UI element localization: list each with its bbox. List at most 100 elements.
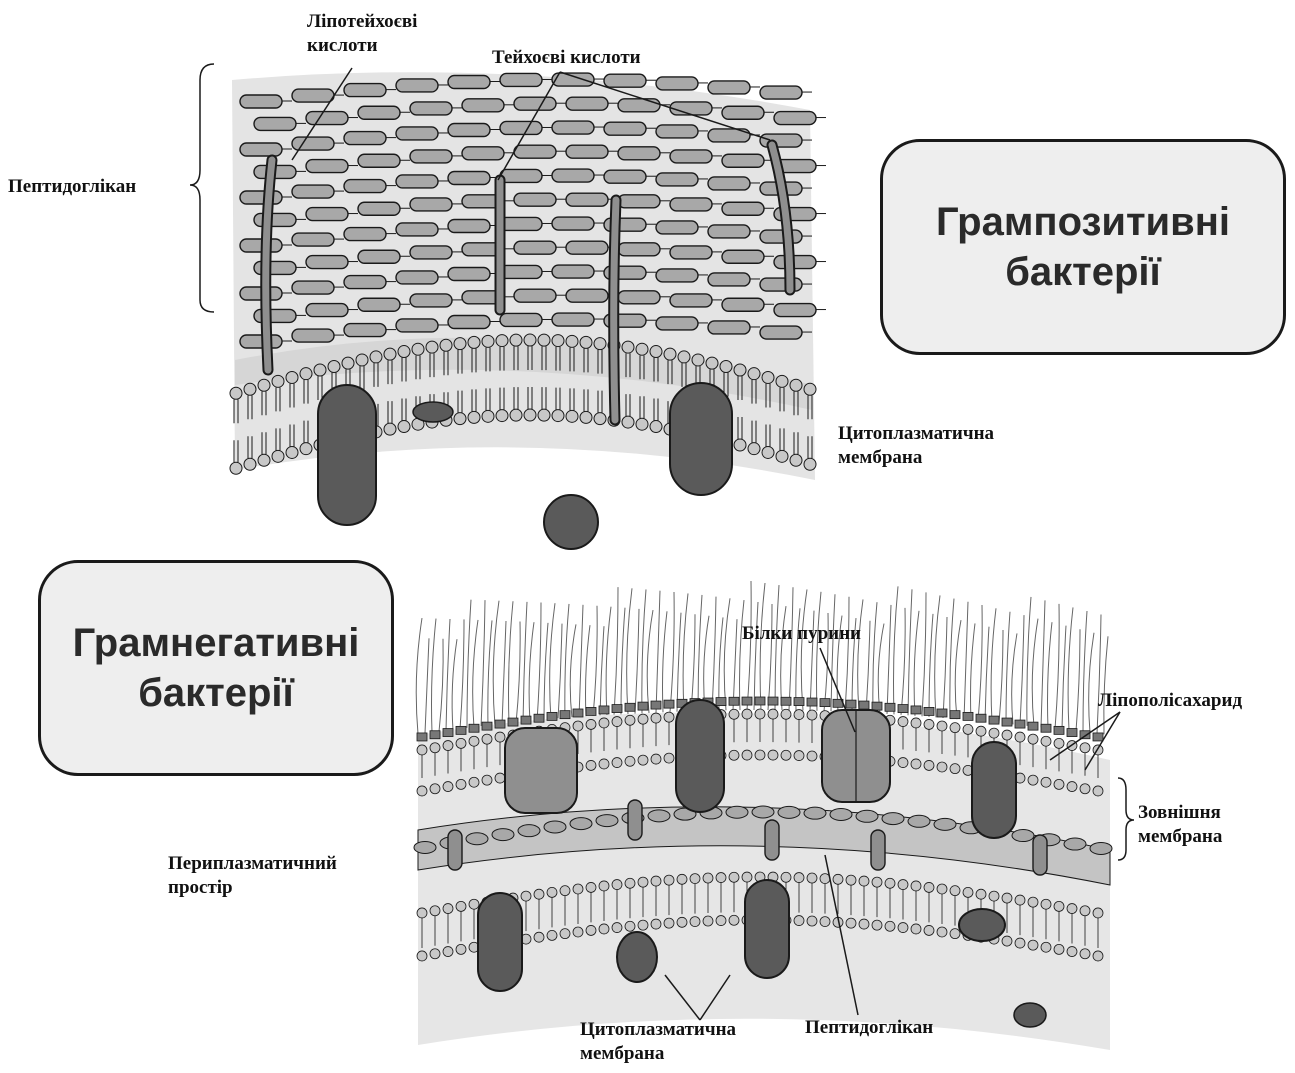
lps-core: [716, 698, 726, 706]
lipid-head: [859, 876, 869, 886]
lipid-head: [762, 371, 774, 383]
lps-chain: [550, 603, 555, 720]
lipid-head: [790, 454, 802, 466]
lps-chain: [789, 587, 793, 710]
lps-core: [469, 724, 479, 732]
lipid-head: [636, 418, 648, 430]
peptidoglycan-unit: [722, 106, 764, 119]
peptidoglycan-unit: [306, 208, 348, 221]
lipid-head: [1041, 736, 1051, 746]
lipid-head: [456, 901, 466, 911]
lipid-head: [566, 410, 578, 422]
lipid-head: [690, 917, 700, 927]
lipid-head: [356, 354, 368, 366]
lipid-head: [230, 462, 242, 474]
lipid-head: [552, 410, 564, 422]
lps-chain: [558, 624, 562, 720]
peptidoglycan-unit: [306, 304, 348, 317]
lipid-head: [937, 762, 947, 772]
lps-core: [1041, 724, 1051, 732]
gram-negative-title: Грамнегативні бактерії: [73, 618, 360, 718]
small-protein: [413, 402, 453, 422]
peptidoglycan-unit: [344, 228, 386, 241]
lps-chain: [600, 626, 604, 716]
lps-chain: [416, 618, 422, 734]
peptidoglycan-unit: [618, 291, 660, 304]
peptidoglycan-unit: [1012, 830, 1034, 842]
lipid-head: [807, 873, 817, 883]
lipid-head: [272, 375, 284, 387]
lipid-head: [748, 443, 760, 455]
lipid-head: [342, 357, 354, 369]
lipid-head: [703, 873, 713, 883]
lipid-head: [911, 924, 921, 934]
lps-core: [534, 714, 544, 722]
peptidoglycan-unit: [344, 180, 386, 193]
lps-chain: [432, 619, 437, 733]
lipid-head: [495, 732, 505, 742]
lipid-head: [286, 371, 298, 383]
peptidoglycan-unit: [254, 213, 296, 226]
peptidoglycan-unit: [410, 150, 452, 163]
lps-chain: [467, 600, 471, 729]
lps-core: [1002, 718, 1012, 726]
lipid-head: [885, 921, 895, 931]
porin-protein: [505, 728, 577, 813]
lipid-head: [417, 745, 427, 755]
lipid-head: [651, 919, 661, 929]
lps-chain: [670, 592, 674, 712]
peptidoglycan-unit: [566, 289, 608, 302]
lipoteichoic-acid: [614, 200, 616, 420]
peptidoglycan-unit: [774, 304, 816, 317]
peptidoglycan-unit: [292, 329, 334, 342]
lipid-head: [1080, 784, 1090, 794]
peptidoglycan-unit: [292, 281, 334, 294]
lipid-head: [924, 925, 934, 935]
lps-core: [599, 706, 609, 714]
inner-membrane-protein: [478, 893, 522, 991]
peptidoglycan-unit: [358, 154, 400, 167]
lipid-head: [430, 949, 440, 959]
peptidoglycan-unit: [656, 317, 698, 330]
peptidoglycan-unit: [462, 147, 504, 160]
lipid-head: [384, 348, 396, 360]
lipid-head: [468, 411, 480, 423]
lps-chain: [985, 627, 989, 722]
lipid-head: [807, 916, 817, 926]
lps-core: [417, 733, 427, 741]
lps-chain: [642, 589, 646, 713]
peptidoglycan-unit: [344, 132, 386, 145]
lps-core: [729, 697, 739, 705]
outer-membrane-bracket: [1118, 778, 1134, 860]
peptidoglycan-unit: [618, 243, 660, 256]
lipid-head: [468, 336, 480, 348]
lipid-head: [258, 454, 270, 466]
peptidoglycan-unit: [396, 271, 438, 284]
lipoprotein: [448, 830, 462, 870]
lipid-head: [625, 921, 635, 931]
lipid-head: [538, 334, 550, 346]
lps-chain: [719, 617, 723, 710]
label-periplasmic-space: Периплазматичний простір: [168, 852, 337, 900]
lipid-head: [398, 421, 410, 433]
peptidoglycan-unit: [500, 265, 542, 278]
lps-chain: [991, 608, 996, 722]
lps-chain: [845, 597, 849, 712]
lipid-head: [729, 750, 739, 760]
lps-chain: [1020, 615, 1024, 725]
peptidoglycan-unit: [358, 298, 400, 311]
lipid-head: [454, 338, 466, 350]
lipid-head: [1028, 897, 1038, 907]
lipid-head: [794, 751, 804, 761]
lipid-head: [872, 920, 882, 930]
lipid-head: [496, 335, 508, 347]
lps-chain: [922, 592, 926, 716]
lipid-head: [314, 364, 326, 376]
lps-chain: [439, 639, 443, 732]
label-cytoplasmic-membrane-gram-positive: Цитоплазматична мембрана: [838, 422, 994, 470]
lps-core: [1028, 722, 1038, 730]
label-lipopolysaccharide: Ліпополісахарид: [1098, 689, 1242, 713]
lps-chain: [768, 604, 772, 710]
peptidoglycan-unit: [670, 198, 712, 211]
lps-chain: [704, 616, 709, 711]
